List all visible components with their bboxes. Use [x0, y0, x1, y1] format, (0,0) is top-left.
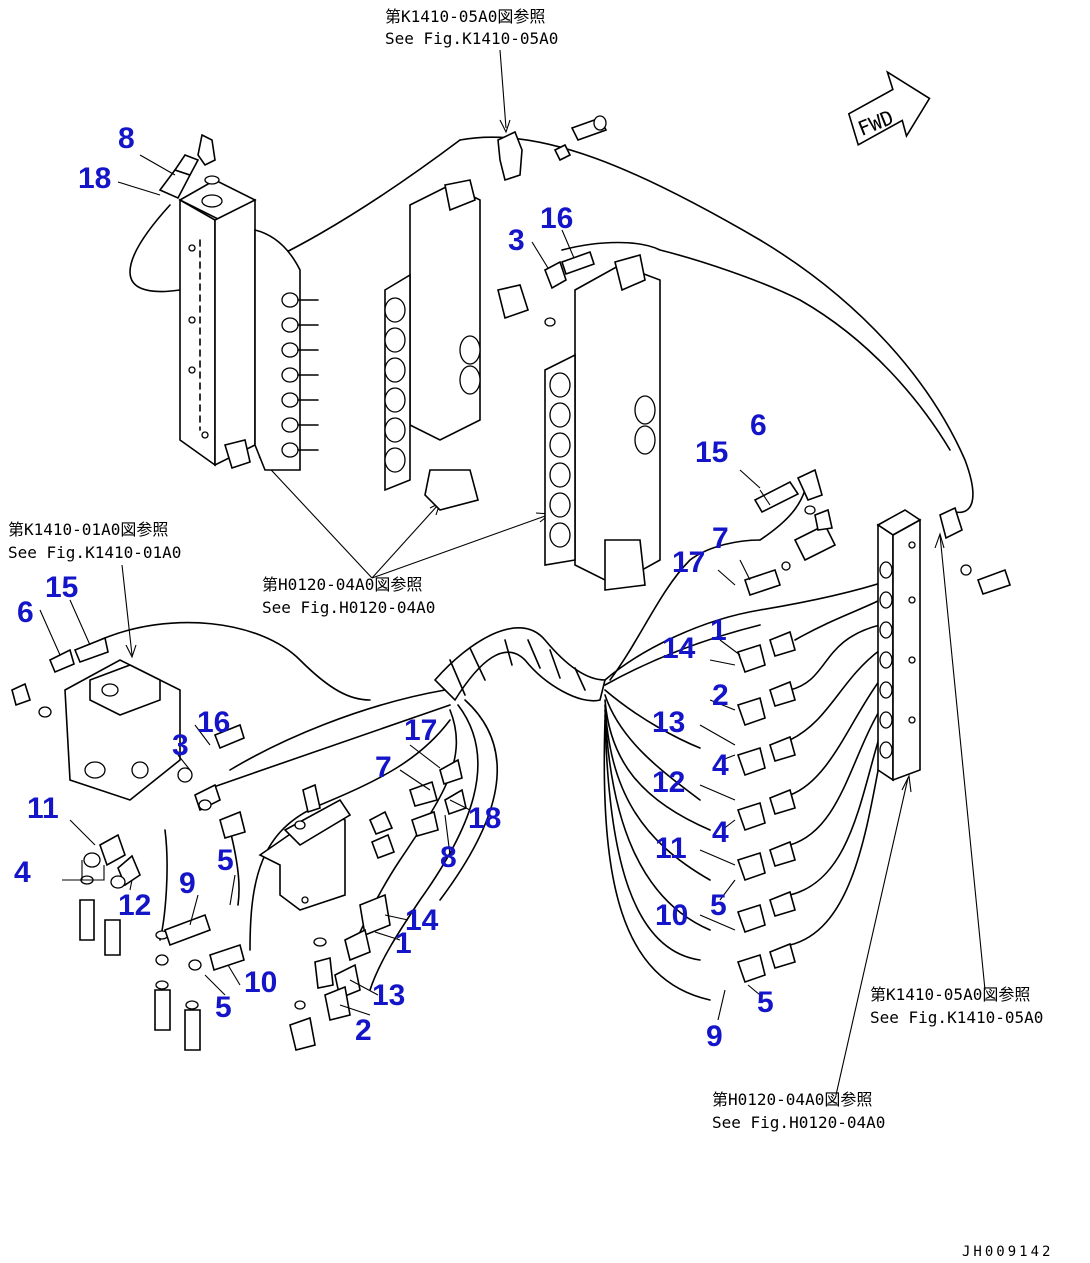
callout-8: 8: [118, 122, 135, 155]
tee-fitting: [753, 468, 837, 571]
callout-9: 9: [179, 867, 196, 900]
callout-18: 18: [78, 162, 111, 195]
ref-left-en: See Fig.K1410-01A0: [8, 543, 181, 562]
ref-bottom-right-en: See Fig.K1410-05A0: [870, 1008, 1043, 1027]
document-id: JH009142: [962, 1244, 1053, 1260]
right-manifold-block: [876, 506, 1012, 782]
callout-3: 3: [508, 224, 525, 257]
ref-center-jp: 第H0120-04A0図参照: [262, 575, 422, 594]
callout-5: 5: [757, 986, 774, 1019]
callout-7: 7: [712, 522, 729, 555]
ref-bottom-right-jp: 第K1410-05A0図参照: [870, 985, 1030, 1004]
callout-11: 11: [27, 792, 59, 825]
callout-1: 1: [395, 927, 412, 960]
center-solenoid-valve: [258, 758, 467, 1051]
callout-17: 17: [672, 546, 705, 579]
callout-4: 4: [712, 749, 729, 782]
callout-9: 9: [706, 1020, 723, 1053]
callout-numbers: 8 18 3 16 6 15 7 17 1 14 2 13 4 12 4 11 …: [14, 122, 774, 1053]
control-valve-left: [384, 179, 556, 511]
ref-bottom-center-jp: 第H0120-04A0図参照: [712, 1090, 872, 1109]
callout-2: 2: [355, 1014, 372, 1047]
callout-12: 12: [652, 766, 685, 799]
right-fittings: [736, 568, 796, 984]
ref-top-en: See Fig.K1410-05A0: [385, 29, 558, 48]
ref-center-en: See Fig.H0120-04A0: [262, 598, 435, 617]
ref-bottom-center-en: See Fig.H0120-04A0: [712, 1113, 885, 1132]
callout-15: 15: [695, 436, 728, 469]
callout-10: 10: [655, 899, 688, 932]
callout-5: 5: [215, 991, 232, 1024]
callout-15: 15: [45, 571, 78, 604]
callout-5: 5: [710, 889, 727, 922]
manifold-ports: [281, 292, 319, 458]
callout-17: 17: [404, 714, 437, 747]
callout-5: 5: [217, 844, 234, 877]
callout-6: 6: [17, 596, 34, 629]
callout-8: 8: [440, 841, 457, 874]
callout-leaders: [39, 154, 771, 1021]
pilot-manifold-block: [158, 133, 319, 471]
callout-12: 12: [118, 889, 151, 922]
callout-6: 6: [750, 409, 767, 442]
callout-13: 13: [372, 979, 405, 1012]
callout-16: 16: [197, 706, 230, 739]
callout-2: 2: [712, 679, 729, 712]
callout-16: 16: [540, 202, 573, 235]
callout-4: 4: [712, 816, 729, 849]
callout-14: 14: [405, 904, 439, 937]
callout-7: 7: [375, 751, 392, 784]
callout-14: 14: [662, 632, 696, 665]
left-hose-ends: [79, 833, 245, 1051]
fwd-arrow-icon: FWD: [847, 70, 931, 146]
control-valve-right: [544, 253, 661, 591]
ppc-valve: [11, 636, 246, 840]
callout-18: 18: [468, 802, 501, 835]
ref-left-jp: 第K1410-01A0図参照: [8, 520, 168, 539]
callout-10: 10: [244, 966, 277, 999]
callout-13: 13: [652, 706, 685, 739]
callout-1: 1: [710, 614, 727, 647]
ref-top-jp: 第K1410-05A0図参照: [385, 7, 545, 26]
callout-4: 4: [14, 856, 31, 889]
callout-3: 3: [172, 729, 189, 762]
callout-11: 11: [655, 832, 687, 865]
top-mounting-bracket: [497, 115, 608, 290]
